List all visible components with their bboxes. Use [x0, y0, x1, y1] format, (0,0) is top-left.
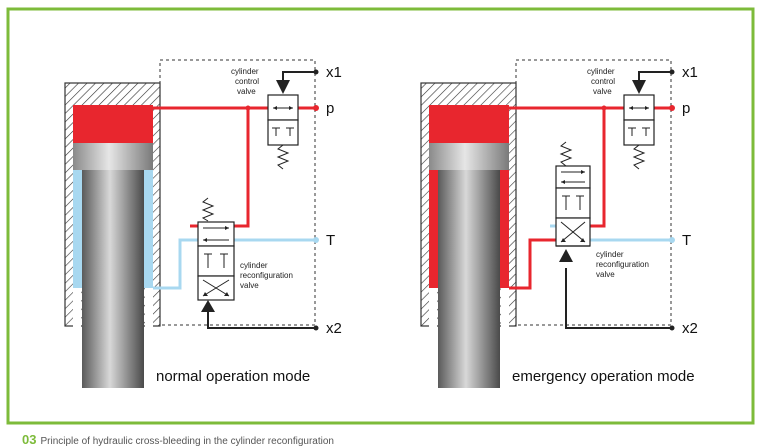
figure-number: 03: [22, 432, 37, 447]
pressure-chamber: [429, 105, 509, 143]
mode-label: emergency operation mode: [512, 368, 695, 385]
control-line-x1: [638, 71, 672, 83]
port-p-label: p: [682, 100, 690, 117]
port-t-dot: [669, 237, 675, 243]
reconfig-valve-label-2: reconfiguration: [240, 271, 293, 280]
cylinder-reconfiguration-valve: [197, 197, 235, 312]
control-line-x1: [282, 71, 316, 83]
port-p-dot: [313, 105, 319, 111]
reconfig-valve-label-1: cylinder: [596, 250, 624, 259]
control-valve-label-1: cylinder: [587, 67, 615, 76]
cylinder-control-valve: [623, 80, 655, 170]
reconfig-valve-label-1: cylinder: [240, 261, 268, 270]
piston-rod: [82, 170, 144, 388]
control-line-x2: [565, 268, 672, 329]
reconfig-valve-label-3: valve: [240, 281, 259, 290]
figure-caption-text: Principle of hydraulic cross-bleeding in…: [40, 436, 334, 447]
control-line-x2: [207, 312, 316, 329]
port-p-label: p: [326, 100, 334, 117]
port-x1-label: x1: [326, 64, 342, 81]
reconfig-valve-label-2: reconfiguration: [596, 260, 649, 269]
piston: [73, 143, 153, 170]
normal-operation-diagram: cylinder control valve cylinder reconfig…: [64, 59, 342, 388]
tank-line: [153, 238, 316, 290]
pressure-branch: [590, 108, 606, 228]
port-x2-label: x2: [326, 320, 342, 337]
emergency-operation-diagram: cylinder control valve cylinder reconfig…: [420, 59, 698, 388]
port-t-label: T: [682, 232, 691, 249]
control-valve-label-3: valve: [237, 87, 256, 96]
reconfig-valve-label-3: valve: [596, 270, 615, 279]
port-x1-label: x1: [682, 64, 698, 81]
pressure-branch: [233, 108, 250, 228]
control-valve-label-2: control: [591, 77, 615, 86]
control-valve-label-1: cylinder: [231, 67, 259, 76]
control-valve-label-3: valve: [593, 87, 612, 96]
port-t-dot: [313, 237, 319, 243]
mode-label: normal operation mode: [156, 368, 310, 385]
piston-rod: [438, 170, 500, 388]
control-valve-label-2: control: [235, 77, 259, 86]
pressure-chamber: [73, 105, 153, 143]
port-t-label: T: [326, 232, 335, 249]
figure-frame: [6, 7, 755, 425]
port-x2-label: x2: [682, 320, 698, 337]
port-p-dot: [669, 105, 675, 111]
cross-bleed-line: [509, 238, 556, 290]
cylinder-control-valve: [267, 80, 299, 170]
cylinder-reconfiguration-valve: [555, 141, 591, 262]
piston: [429, 143, 509, 170]
